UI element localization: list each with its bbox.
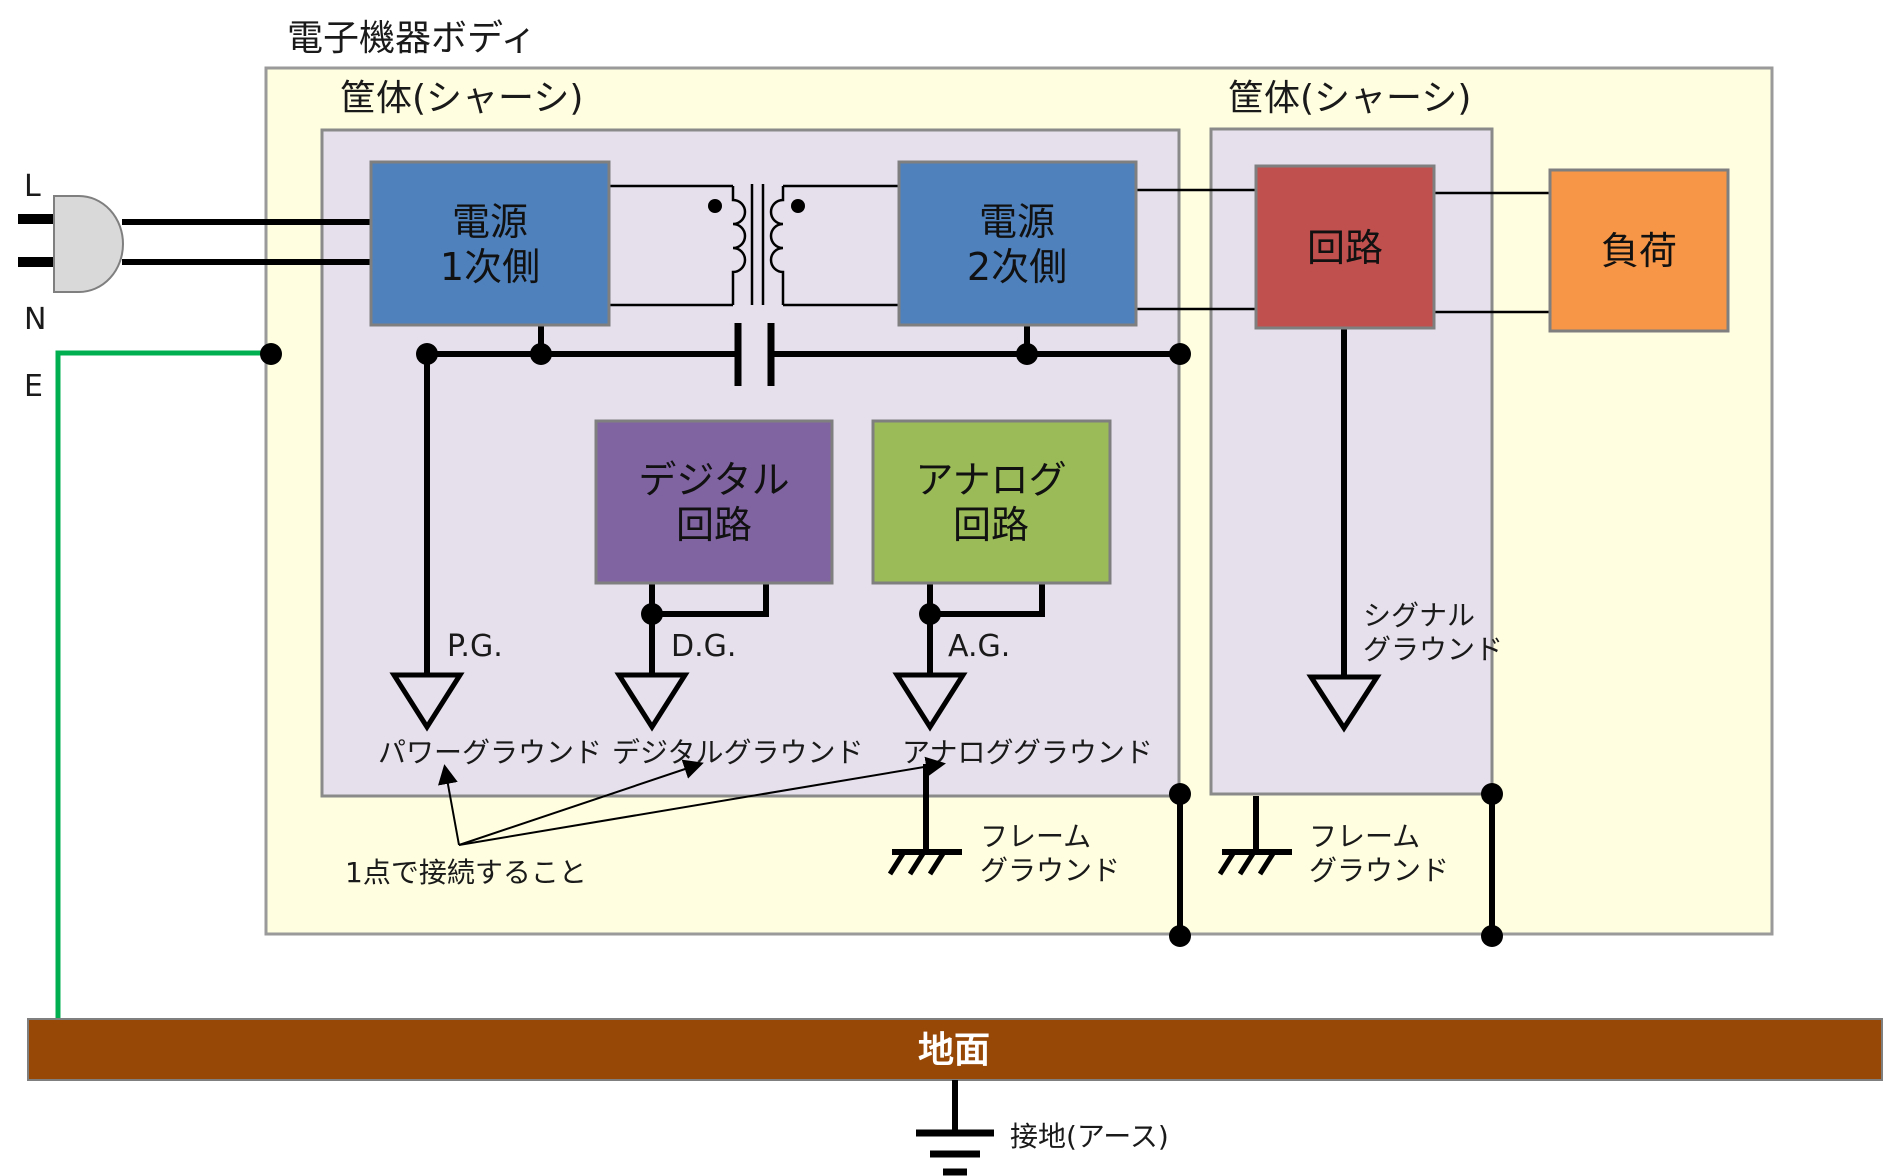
y-capacitor-symbol	[734, 323, 775, 386]
plug-label-L: L	[24, 169, 41, 204]
digital-ground-name: デジタルグラウンド	[612, 736, 863, 769]
psu-secondary-line1: 電源	[979, 200, 1055, 244]
pg-label: P.G.	[447, 629, 503, 664]
dg-ground-symbol	[614, 672, 690, 732]
pg-ground-symbol	[389, 672, 465, 732]
circuit-rect	[1254, 164, 1436, 330]
bond-dot-right-top	[1481, 783, 1503, 805]
psu-primary-box: 電源 1次側	[369, 160, 611, 327]
arrow-to-power-ground	[438, 764, 460, 846]
load-box: 負荷	[1548, 168, 1730, 333]
bond-dot-left-top	[1169, 783, 1191, 805]
ag-return-wire	[930, 583, 1045, 617]
psu-secondary-rect	[897, 160, 1138, 327]
xfmr-secondary-dot	[791, 199, 805, 213]
plug-label-E: E	[24, 369, 43, 404]
analog-rect	[871, 419, 1112, 585]
single-point-arrows	[438, 756, 946, 846]
psu-primary-rect	[369, 160, 611, 327]
psu-primary-line2: 1次側	[440, 245, 540, 289]
digital-circuit-box: デジタル 回路	[594, 419, 834, 585]
chassis-right-label: 筐体(シャーシ)	[1228, 78, 1471, 119]
fg2-hatch-3	[1257, 850, 1277, 876]
circuit-box: 回路	[1254, 164, 1436, 330]
circuit-label: 回路	[1307, 226, 1383, 270]
dg-return-wire	[652, 583, 769, 617]
sg-label-line1: シグナル	[1363, 599, 1475, 632]
fg1-label-line2: グラウンド	[980, 854, 1120, 887]
fg1-label-line1: フレーム	[980, 820, 1091, 853]
psu-secondary-line2: 2次側	[967, 245, 1067, 289]
ag-label: A.G.	[948, 629, 1010, 664]
load-rect	[1548, 168, 1730, 333]
device-body-title: 電子機器ボディ	[287, 18, 536, 59]
junction-dot-psu1	[530, 343, 552, 365]
digital-line1: デジタル	[638, 458, 789, 502]
single-point-note: 1点で接続すること	[345, 856, 587, 889]
digital-line2: 回路	[676, 503, 752, 547]
load-label: 負荷	[1601, 229, 1677, 273]
xfmr-secondary-coil	[769, 186, 785, 305]
fg1-hatch-3	[927, 850, 947, 876]
plug-pin-L	[18, 214, 58, 224]
fg1-symbol	[887, 849, 962, 876]
fg2-hatch-2	[1237, 850, 1257, 876]
psu-secondary-box: 電源 2次側	[897, 160, 1138, 327]
junction-dot-chassis	[1169, 343, 1191, 365]
bond-dot-left-bottom	[1169, 925, 1191, 947]
ag-ground-symbol	[892, 672, 968, 732]
analog-line2: 回路	[953, 503, 1029, 547]
fg2-label-line1: フレーム	[1309, 820, 1420, 853]
xfmr-primary-coil	[731, 186, 747, 305]
analog-line1: アナログ	[915, 458, 1066, 502]
fg1-hatch-1	[887, 850, 907, 876]
sg-ground-symbol	[1306, 674, 1382, 733]
digital-rect	[594, 419, 834, 585]
power-plug	[18, 195, 124, 293]
dg-label: D.G.	[671, 629, 736, 664]
fg2-symbol	[1217, 849, 1292, 876]
xfmr-primary-dot	[708, 199, 722, 213]
junction-dot-psu2	[1016, 343, 1038, 365]
fg2-hatch-1	[1217, 850, 1237, 876]
psu-primary-line1: 電源	[452, 200, 528, 244]
sg-label-line2: グラウンド	[1363, 633, 1503, 666]
arrow-to-digital-ground	[458, 759, 704, 846]
earth-wire	[55, 350, 270, 1020]
plug-body	[53, 195, 124, 293]
junction-dot-ag	[919, 603, 941, 625]
chassis-left-label: 筐体(シャーシ)	[340, 78, 583, 119]
power-ground-name: パワーグラウンド	[378, 736, 602, 769]
earth-plane-label: 地面	[918, 1030, 990, 1071]
junction-dot-dg	[641, 603, 663, 625]
fg1-hatch-2	[907, 850, 927, 876]
transformer-symbol	[708, 184, 805, 305]
analog-circuit-box: アナログ 回路	[871, 419, 1112, 585]
arrow-to-analog-ground	[458, 756, 946, 846]
earth-junction-dot	[260, 343, 282, 365]
plug-pin-N	[18, 257, 58, 267]
fg2-label-line2: グラウンド	[1309, 854, 1449, 887]
earth-plane: 地面	[27, 1018, 1883, 1081]
bond-dot-right-bottom	[1481, 925, 1503, 947]
earth-ground-symbol	[916, 1129, 994, 1176]
plug-label-N: N	[24, 302, 46, 337]
earth-ground-label: 接地(アース)	[1010, 1120, 1169, 1153]
